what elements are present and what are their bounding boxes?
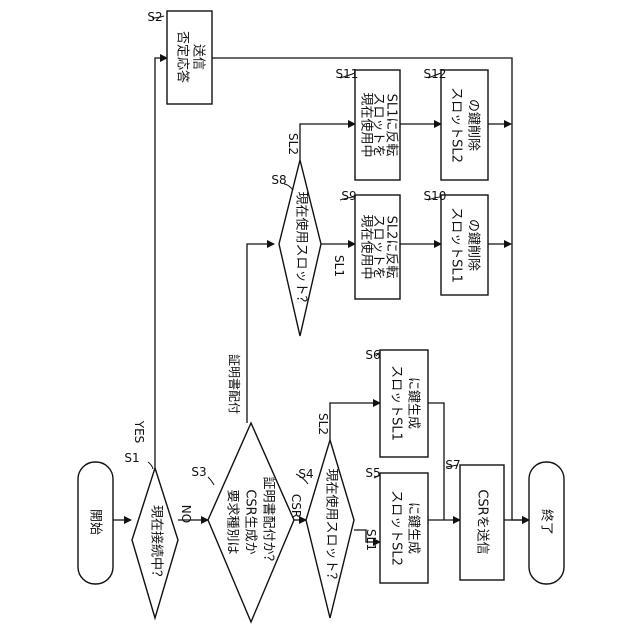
step-s4: S4 xyxy=(298,467,313,481)
s8-text: 現在使用スロット？ xyxy=(294,191,310,308)
step-s12: S12 xyxy=(424,67,447,81)
step-s5: S5 xyxy=(365,466,380,480)
start-label: 開始 xyxy=(88,509,103,535)
step-s11: S11 xyxy=(336,67,359,81)
branch-s4-sl1: SL1 xyxy=(364,529,378,551)
branch-no: NO xyxy=(179,505,193,523)
step-s3: S3 xyxy=(191,465,206,479)
s9-text-line3: SL2に反転 xyxy=(384,216,399,279)
s5-text-line2: に鍵生成 xyxy=(406,502,422,554)
edge-s8-sl2 xyxy=(300,124,355,160)
branch-cert: 証明書配付 xyxy=(227,354,241,414)
s9-text-line2: スロットを xyxy=(371,214,386,279)
edge-s1-yes xyxy=(155,58,167,468)
edge-s3-cert xyxy=(247,244,274,423)
branch-csr: CSR xyxy=(289,494,303,518)
s6-text-line2: に鍵生成 xyxy=(406,377,422,429)
step-s2: S2 xyxy=(147,10,162,24)
branch-yes: YES xyxy=(132,420,146,444)
s12-text-line1: スロットSL2 xyxy=(449,87,464,163)
branch-s8-sl2: SL2 xyxy=(286,133,300,155)
s5-text-line1: スロットSL2 xyxy=(389,490,404,566)
s11-text-line3: SL1に反転 xyxy=(384,94,399,157)
step-s6: S6 xyxy=(365,348,380,362)
step-s7: S7 xyxy=(445,458,460,472)
branch-s8-sl1: SL1 xyxy=(332,255,346,277)
s2-text-line2: 送信 xyxy=(191,44,206,70)
s10-text-line1: スロットSL1 xyxy=(449,207,464,283)
end-label: 終了 xyxy=(539,509,555,535)
s4-text: 現在使用スロット？ xyxy=(324,468,340,585)
s2-text-line1: 否定応答 xyxy=(175,31,191,83)
s6-text-line1: スロットSL1 xyxy=(389,365,404,441)
s11-text-line2: スロットを xyxy=(371,92,386,157)
s3-text-line2: CSR生成か xyxy=(243,489,258,554)
s1-text: 現在接続中？ xyxy=(149,505,165,583)
step-s8: S8 xyxy=(271,173,286,187)
branch-s4-sl2: SL2 xyxy=(316,413,330,435)
s12-text-line2: の鍵削除 xyxy=(466,99,482,151)
s10-text-line2: の鍵削除 xyxy=(466,219,482,271)
s3-text-line1: 要求種別は xyxy=(225,489,241,554)
step-s1: S1 xyxy=(124,451,139,465)
step-s10: S10 xyxy=(424,189,447,203)
step-s9: S9 xyxy=(341,189,356,203)
s3-text-line3: 証明書配付か？ xyxy=(261,476,276,567)
edge-s6-merge xyxy=(428,403,444,520)
s7-text: CSRを送信 xyxy=(475,489,490,554)
edge-s4-sl2 xyxy=(330,403,380,440)
